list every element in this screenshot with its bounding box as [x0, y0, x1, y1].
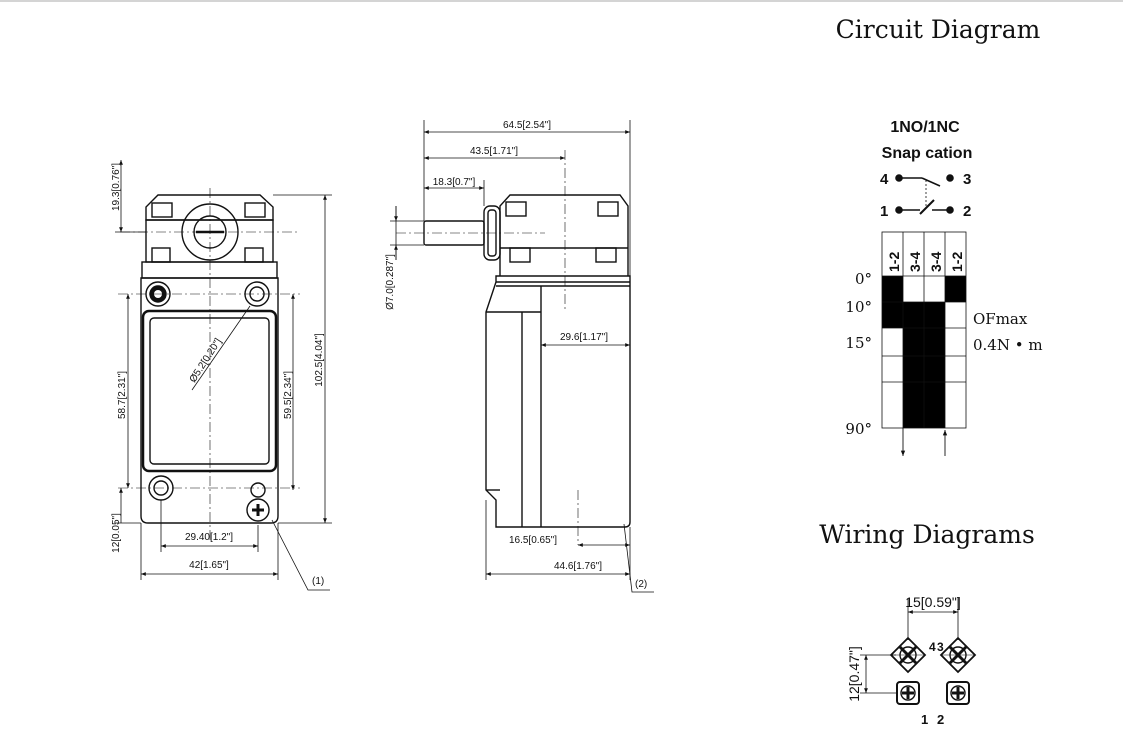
angle-15: 15°	[845, 334, 872, 352]
contact-symbol	[895, 174, 954, 215]
side-head-step-right	[595, 247, 617, 263]
wiring-diagrams-heading: Wiring Diagrams	[819, 520, 1035, 549]
callout-side: (2)	[635, 579, 647, 590]
circuit-diagram: 1NO/1NC Snap cation 4 3 1 2 1-2 3-4 3-4 …	[845, 119, 1043, 456]
contact-type-label: 1NO/1NC	[890, 119, 960, 136]
dim-height-left: 58.7[2.31"]	[117, 371, 128, 419]
front-neck-right-block	[244, 247, 264, 263]
side-head-step-left	[509, 247, 531, 263]
contact-timing-table: 1-2 3-4 3-4 1-2 0° 10° 15° 90°	[845, 231, 1043, 456]
dim-total-width: 64.5[2.54"]	[503, 120, 551, 131]
dim-hole-spacing: 29.40[1.2"]	[185, 532, 233, 543]
dim-height-right: 59.5[2.34"]	[283, 371, 294, 419]
cover-inner	[149, 317, 270, 465]
dim-bottom-offset: 12[0.05"]	[111, 513, 122, 553]
side-head-tab-left	[505, 201, 527, 217]
wiring-label-3: 3	[937, 640, 944, 654]
front-head-left-tab	[151, 202, 173, 218]
wiring-diagram: 15[0.59"] 12[0.47"]	[846, 594, 977, 727]
force-label: OFmax	[973, 310, 1028, 328]
terminal-1	[896, 681, 920, 705]
side-dimension-labels: 64.5[2.54"] 43.5[1.71"] 18.3[0.7"] Ø7.0[…	[385, 120, 647, 590]
mount-screw-br	[250, 482, 266, 498]
terminal-2	[946, 681, 970, 705]
terminal-3	[939, 636, 977, 674]
front-neck-left-block	[151, 247, 171, 263]
dim-body-width: 44.6[1.76"]	[554, 561, 602, 572]
front-collar	[141, 261, 278, 279]
dim-shaft-diameter: Ø7.0[0.287"]	[385, 254, 396, 310]
callout-front: (1)	[312, 576, 324, 587]
terminal-label-3: 3	[963, 171, 971, 188]
terminal-label-2: 2	[963, 203, 971, 220]
angle-90: 90°	[845, 420, 872, 438]
angle-0: 0°	[855, 270, 872, 288]
dim-body-depth: 29.6[1.17"]	[560, 332, 608, 343]
cell-fill	[924, 302, 945, 328]
wiring-label-1: 1	[921, 712, 928, 727]
cell-fill	[945, 276, 966, 302]
wiring-h-spacing: 15[0.59"]	[905, 594, 961, 610]
dim-top-height: 19.3[0.76"]	[111, 163, 122, 211]
front-view	[115, 160, 332, 591]
col-header-3: 3-4	[928, 252, 944, 272]
dim-side-bottom: 16.5[0.65"]	[509, 535, 557, 546]
col-header-1: 1-2	[886, 252, 902, 272]
wiring-label-2: 2	[937, 712, 944, 727]
dim-hole-diameter: Ø5.2[0.20"]	[188, 336, 225, 384]
force-value: 0.4N • m	[973, 336, 1043, 354]
ground-screw	[246, 498, 270, 522]
side-view	[390, 120, 654, 593]
dim-shaft-length: 18.3[0.7"]	[433, 177, 476, 188]
terminal-4	[889, 636, 927, 674]
terminal-label-4: 4	[880, 171, 889, 188]
front-neck	[145, 219, 274, 263]
cover-outer	[141, 309, 278, 473]
terminal-label-1: 1	[880, 203, 888, 220]
angle-10: 10°	[845, 298, 872, 316]
col-header-4: 1-2	[949, 252, 965, 272]
wiring-v-spacing: 12[0.47"]	[846, 646, 862, 702]
circuit-diagram-heading: Circuit Diagram	[836, 15, 1041, 44]
side-head-tab-right	[597, 201, 619, 217]
cell-fill	[903, 302, 924, 328]
side-body-outline	[485, 275, 631, 528]
dim-total-height: 102.5[4.04"]	[314, 333, 325, 387]
side-head-outline	[499, 194, 629, 276]
snap-action-label: Snap cation	[882, 145, 973, 162]
front-body-outline	[140, 277, 279, 524]
front-head-right-tab	[244, 202, 266, 218]
dim-width: 42[1.65"]	[189, 560, 229, 571]
wiring-label-4: 4	[929, 640, 936, 654]
dim-mid-width: 43.5[1.71"]	[470, 146, 518, 157]
col-header-2: 3-4	[907, 252, 923, 272]
